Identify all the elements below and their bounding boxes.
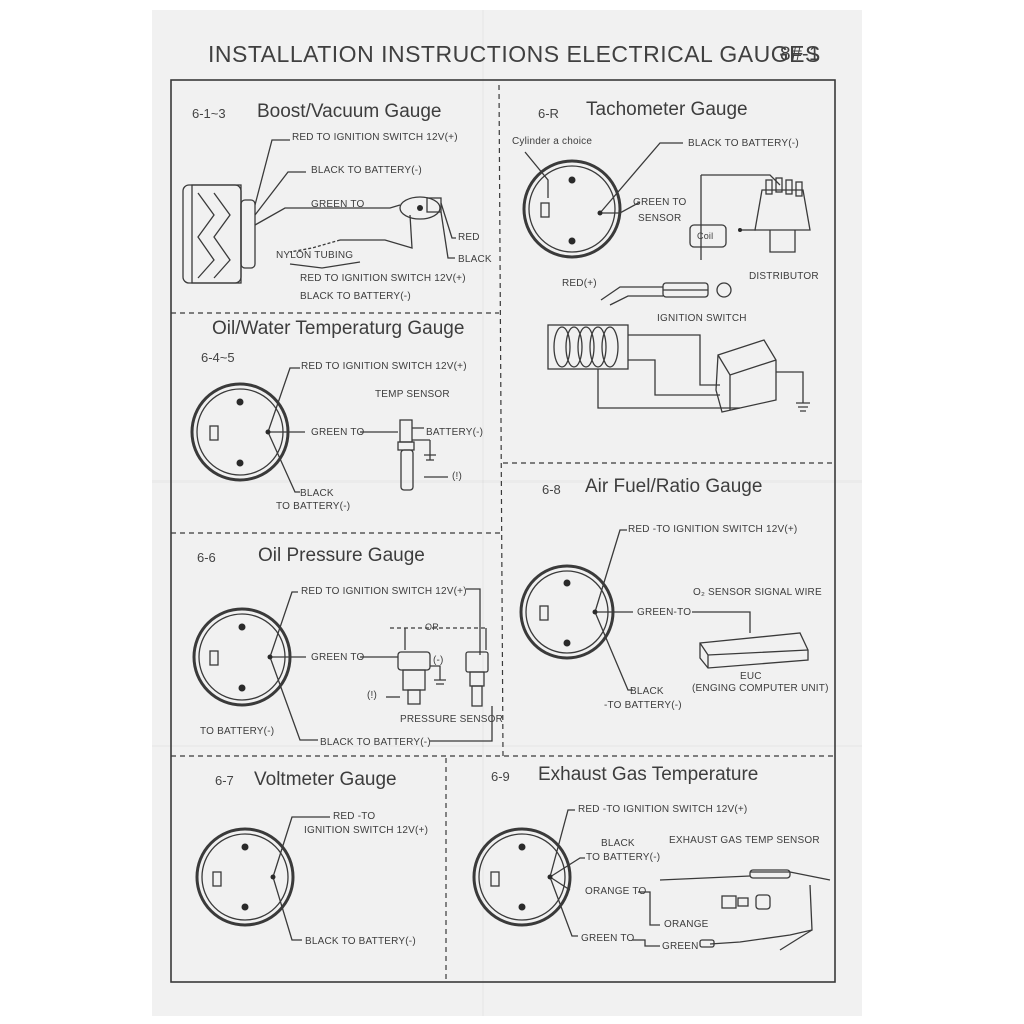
section-dividers (171, 84, 835, 982)
oilwater-green-label: GREEN TO (311, 427, 365, 438)
volt-red-label: RED -TO (333, 811, 376, 822)
coil-label: Coil (697, 231, 714, 241)
cylinder-choice-label: Cylinder a choice (512, 136, 593, 147)
o2-sensor-label: O₂ SENSOR SIGNAL WIRE (693, 587, 822, 598)
oilwater-section-title: Oil/Water Temperaturg Gauge (212, 318, 465, 339)
boost-sender-red-wire-label: RED TO IGNITION SWITCH 12V(+) (300, 273, 466, 284)
nylon-tubing-label: NYLON TUBING (276, 250, 354, 261)
boost-section-number: 6-1~3 (192, 106, 226, 121)
page-title: INSTALLATION INSTRUCTIONS ELECTRICAL GAU… (208, 41, 821, 67)
egt-to-battery-label: TO BATTERY(-) (586, 852, 661, 863)
boost-sender-red-label: RED (458, 232, 480, 243)
boost-black-label: BLACK TO BATTERY(-) (311, 165, 422, 176)
ground-symbol (796, 402, 810, 412)
oilpressure-green-label: GREEN TO (311, 652, 365, 663)
distributor (740, 177, 811, 253)
boost-green-label: GREEN TO (311, 199, 365, 210)
ignition-switch-label: IGNITION SWITCH (657, 313, 747, 324)
egt-probe (659, 871, 831, 881)
egt-gauge-face (472, 827, 572, 927)
afr-to-battery-label: -TO BATTERY(-) (604, 700, 682, 711)
euc-description-label: (ENGING COMPUTER UNIT) (692, 683, 829, 694)
oilpressure-to-battery-label: TO BATTERY(-) (200, 726, 275, 737)
volt-section-number: 6-7 (215, 773, 234, 788)
cylinder-selector (540, 202, 550, 218)
frame-border (170, 79, 836, 983)
gauge-mounting-dots (236, 176, 742, 911)
oilwater-to-battery-label: TO BATTERY(-) (276, 501, 351, 512)
boost-red-label: RED TO IGNITION SWITCH 12V(+) (292, 132, 458, 143)
oilwater-section-number: 6-4~5 (201, 350, 235, 365)
egt-section-number: 6-9 (491, 769, 510, 784)
tacho-green-label: GREEN TO (633, 197, 687, 208)
oilpressure-section-title: Oil Pressure Gauge (258, 545, 425, 566)
tacho-red-label: RED(+) (562, 278, 597, 289)
afr-green-label: GREEN-TO (637, 607, 692, 618)
temp-sensor (397, 419, 415, 491)
oilwater-warning-label: (!) (452, 471, 463, 482)
oilpressure-or-label: OR (425, 622, 439, 632)
euc-box (699, 632, 809, 669)
euc-label: EUC (740, 671, 762, 682)
oilpressure-warning-label: (!) (367, 690, 378, 701)
oilwater-battery-label: BATTERY(-) (426, 427, 484, 438)
egt-green-wire-label: GREEN (662, 941, 699, 952)
boost-sender (399, 196, 441, 220)
boost-section-title: Boost/Vacuum Gauge (257, 101, 442, 122)
egt-section-title: Exhaust Gas Temperature (538, 764, 759, 785)
volt-section-title: Voltmeter Gauge (254, 769, 397, 790)
oilpressure-red-label: RED TO IGNITION SWITCH 12V(+) (301, 586, 467, 597)
volt-ignition-label: IGNITION SWITCH 12V(+) (304, 825, 429, 836)
oil-pressure-sensor-alt (465, 651, 489, 707)
tacho-section-number: 6-R (538, 106, 559, 121)
afr-section-number: 6-8 (542, 482, 561, 497)
oilpressure-section-number: 6-6 (197, 550, 216, 565)
tacho-sensor-label: SENSOR (638, 213, 682, 224)
vacuum-line (340, 214, 413, 249)
oilpressure-minus-label: (-) (433, 655, 444, 666)
temp-sensor-label: TEMP SENSOR (375, 389, 450, 400)
egt-red-label: RED -TO IGNITION SWITCH 12V(+) (578, 804, 748, 815)
afr-red-label: RED -TO IGNITION SWITCH 12V(+) (628, 524, 798, 535)
oilwater-red-label: RED TO IGNITION SWITCH 12V(+) (301, 361, 467, 372)
instruction-sheet (152, 10, 862, 1016)
egt-orange-label: ORANGE TO (585, 886, 647, 897)
tacho-black-label: BLACK TO BATTERY(-) (688, 138, 799, 149)
coil-resistor (547, 324, 629, 370)
egt-black-label: BLACK (601, 838, 635, 849)
oilpressure-black-label: BLACK TO BATTERY(-) (320, 737, 431, 748)
ignition-coil (689, 224, 727, 248)
tacho-section-title: Tachometer Gauge (586, 99, 748, 120)
battery (715, 339, 777, 413)
boost-gauge-side-view (182, 184, 256, 284)
oil-pressure-sensor (397, 651, 431, 705)
voltmeter-gauge-face (195, 827, 295, 927)
pressure-sensor-label: PRESSURE SENSOR (400, 714, 504, 725)
egt-orange-wire-label: ORANGE (664, 919, 709, 930)
page-code: 8#-1 (780, 44, 821, 65)
afr-section-title: Air Fuel/Ratio Gauge (585, 476, 763, 497)
volt-black-label: BLACK TO BATTERY(-) (305, 936, 416, 947)
oilwater-black-label: BLACK (300, 488, 334, 499)
boost-sender-black-wire-label: BLACK TO BATTERY(-) (300, 291, 411, 302)
tacho-gauge-face (522, 159, 622, 259)
egt-sensor-label: EXHAUST GAS TEMP SENSOR (669, 835, 820, 846)
afr-black-label: BLACK (630, 686, 664, 697)
boost-sender-black-label: BLACK (458, 254, 492, 265)
distributor-label: DISTRIBUTOR (749, 271, 819, 282)
egt-green-label: GREEN TO (581, 933, 635, 944)
